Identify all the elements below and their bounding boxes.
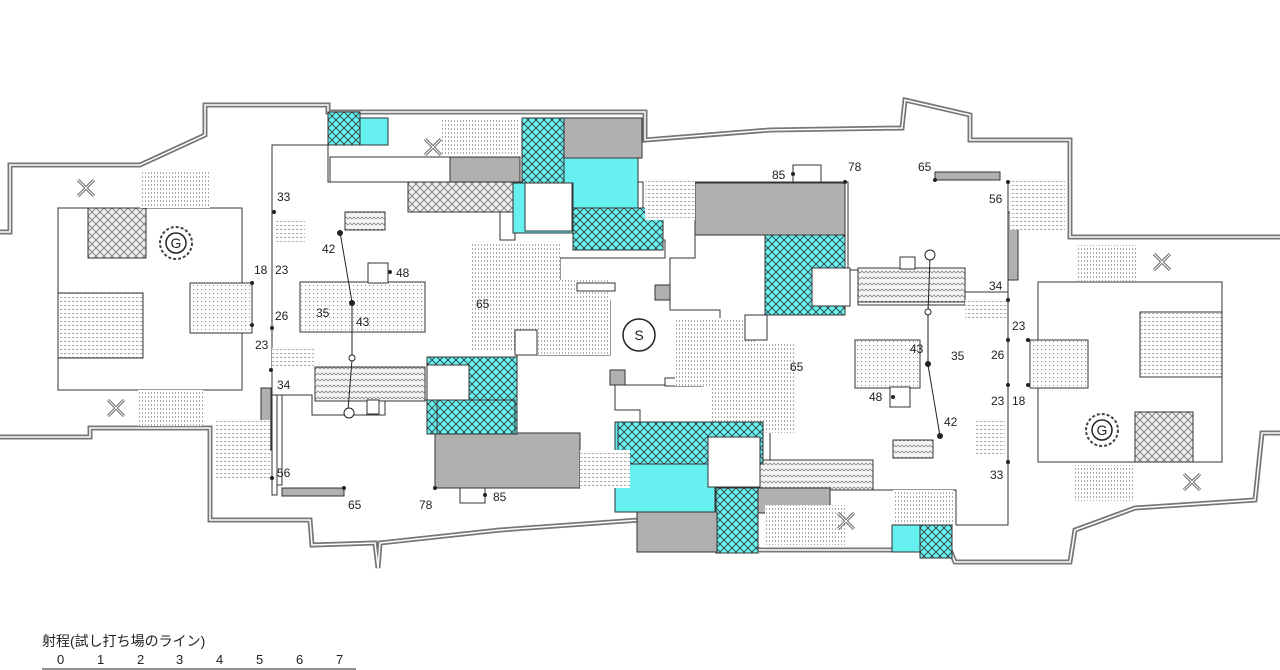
range-label: 42 (944, 415, 958, 429)
range-label: 65 (918, 160, 932, 174)
legend-title: 射程(試し打ち場のライン) (42, 633, 205, 649)
range-markers (250, 172, 1030, 497)
range-label: 78 (419, 498, 433, 512)
left-base (57, 170, 253, 426)
range-label: 65 (790, 360, 804, 374)
range-label: 34 (277, 378, 291, 392)
range-label: 23 (255, 338, 269, 352)
x-mark-icon (1182, 472, 1202, 492)
range-label: 26 (275, 309, 289, 323)
range-label: 18 (254, 263, 268, 277)
goal-icon: G (159, 226, 193, 260)
range-labels-left: 33 18 23 26 23 34 56 65 78 85 42 43 35 4… (254, 190, 507, 512)
range-label: 85 (493, 490, 507, 504)
range-label: 23 (991, 394, 1005, 408)
range-label: 42 (322, 242, 336, 256)
legend-tick: 5 (256, 652, 263, 667)
range-label: 33 (277, 190, 291, 204)
right-base (1029, 245, 1223, 501)
range-labels-right: 85 78 65 56 34 23 26 23 18 33 42 43 35 4… (772, 160, 1026, 482)
right-mid-area (609, 164, 1019, 526)
range-label: 85 (772, 168, 786, 182)
left-water (327, 111, 664, 435)
x-mark-icon (423, 137, 443, 157)
range-label: 48 (396, 266, 410, 280)
legend-tick: 3 (176, 652, 183, 667)
range-label: 35 (316, 306, 330, 320)
range-label: 48 (869, 390, 883, 404)
range-label: 56 (277, 466, 291, 480)
range-legend: 射程(試し打ち場のライン) 0 1 2 3 4 5 6 7 (42, 633, 356, 670)
range-label: 56 (989, 192, 1003, 206)
range-label: 23 (1012, 319, 1026, 333)
svg-text:G: G (1097, 422, 1108, 438)
svg-text:G: G (171, 235, 182, 251)
range-label: 23 (275, 263, 289, 277)
range-label: 43 (910, 342, 924, 356)
goal-icon: G (1085, 413, 1119, 447)
spawn-icon: S (622, 318, 656, 352)
range-label: 65 (348, 498, 362, 512)
striped-ramps (215, 120, 1065, 545)
range-label: 65 (476, 297, 490, 311)
legend-tick: 2 (137, 652, 144, 667)
x-mark-icon (106, 398, 126, 418)
legend-tick: 7 (336, 652, 343, 667)
range-label: 33 (990, 468, 1004, 482)
range-label: 18 (1012, 394, 1026, 408)
range-label: 43 (356, 315, 370, 329)
legend-tick: 0 (57, 652, 64, 667)
legend-tick: 1 (97, 652, 104, 667)
legend-tick: 6 (296, 652, 303, 667)
right-water (614, 421, 953, 559)
range-label: 34 (989, 279, 1003, 293)
range-label: 26 (991, 348, 1005, 362)
range-label: 35 (951, 349, 965, 363)
svg-text:S: S (634, 327, 643, 343)
x-mark-icon (76, 178, 96, 198)
x-mark-icon (1152, 252, 1172, 272)
range-label: 78 (848, 160, 862, 174)
legend-tick: 4 (216, 652, 223, 667)
